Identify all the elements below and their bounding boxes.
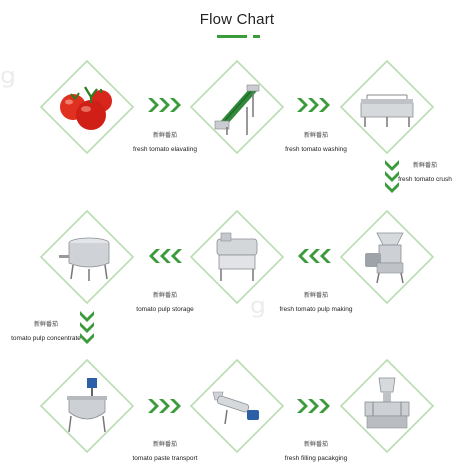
arrow-right-icon bbox=[297, 399, 331, 413]
arrow-right-icon bbox=[148, 98, 182, 112]
watermark: ᵍ bbox=[0, 60, 17, 106]
arrow-left-icon bbox=[148, 249, 182, 263]
node-tomatoes bbox=[39, 59, 135, 155]
page-title: Flow Chart bbox=[199, 11, 275, 28]
arrow-down-icon bbox=[385, 160, 399, 194]
crusher-icon bbox=[365, 232, 404, 284]
node-pulper bbox=[189, 209, 285, 305]
arrow-right-icon bbox=[297, 98, 331, 112]
conveyor-elevator-icon bbox=[214, 84, 260, 135]
storage-tank-icon bbox=[59, 237, 110, 281]
title-underline-dot bbox=[253, 35, 260, 38]
node-storage-tank bbox=[39, 209, 135, 305]
node-crusher bbox=[339, 209, 435, 305]
concentrator-kettle-icon bbox=[67, 378, 107, 433]
node-conveyor bbox=[189, 59, 285, 155]
arrow-down-icon bbox=[80, 311, 94, 345]
arrow-right-icon bbox=[148, 399, 182, 413]
tomatoes-icon bbox=[60, 86, 112, 130]
filling-machine-icon bbox=[364, 377, 410, 429]
washing-machine-icon bbox=[360, 94, 414, 127]
pulping-machine-icon bbox=[216, 232, 258, 281]
node-filler bbox=[339, 358, 435, 454]
node-screw-pump bbox=[189, 358, 285, 454]
title-underline bbox=[217, 35, 247, 38]
node-washer bbox=[339, 59, 435, 155]
arrow-left-icon bbox=[297, 249, 331, 263]
node-concentrator bbox=[39, 358, 135, 454]
screw-pump-icon bbox=[212, 391, 259, 425]
